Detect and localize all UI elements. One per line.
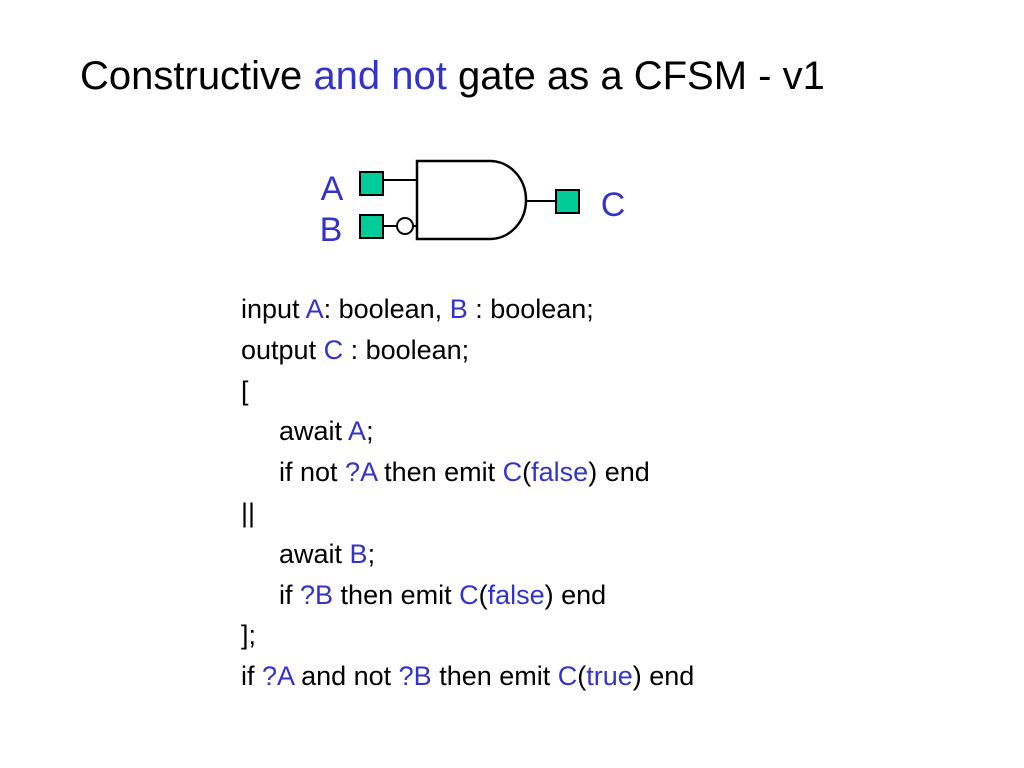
input-b-port <box>359 214 384 239</box>
code-text: if not <box>279 457 346 488</box>
title-part-2: and not <box>313 54 447 98</box>
code-text: ; <box>366 416 374 447</box>
output-c-port <box>555 189 580 214</box>
code-keyword-highlight: ?A <box>345 457 377 488</box>
code-keyword-highlight: ?A <box>262 661 294 692</box>
code-text: if <box>279 579 301 610</box>
code-text: ( <box>522 457 532 488</box>
title-part-1: Constructive <box>80 54 303 98</box>
code-keyword-highlight: C <box>557 661 578 692</box>
inversion-bubble <box>396 217 414 235</box>
code-text: ) end <box>632 661 695 692</box>
code-text: : boolean; <box>343 334 470 365</box>
code-text: ( <box>478 579 488 610</box>
code-keyword-highlight: A <box>305 294 324 324</box>
code-keyword-highlight: ?B <box>398 661 432 692</box>
code-line: await B; <box>241 534 694 575</box>
input-b-label: B <box>320 211 343 249</box>
code-keyword-highlight: B <box>349 538 368 569</box>
code-text: ) end <box>588 457 650 488</box>
code-line: if not ?A then emit C(false) end <box>241 452 694 493</box>
code-keyword-highlight: ?B <box>300 579 334 610</box>
code-keyword-highlight: true <box>586 661 633 692</box>
code-text: ( <box>577 661 587 692</box>
code-keyword-highlight: B <box>449 294 468 324</box>
code-keyword-highlight: C <box>323 334 344 365</box>
and-gate-body <box>415 159 528 241</box>
and-not-gate-diagram: A B C <box>320 159 626 249</box>
code-text: then emit <box>431 661 558 692</box>
code-text: ) end <box>544 579 607 610</box>
code-line: if ?A and not ?B then emit C(true) end <box>241 656 694 697</box>
code-text: : boolean, <box>323 294 450 324</box>
input-a-port <box>359 171 384 196</box>
code-line: ]; <box>241 615 694 656</box>
code-keyword-highlight: false <box>487 579 545 610</box>
code-keyword-highlight: A <box>348 416 367 447</box>
code-line: || <box>241 493 694 534</box>
input-a-label: A <box>321 170 344 208</box>
code-text: then emit <box>333 579 460 610</box>
code-keyword-highlight: false <box>531 457 589 488</box>
output-c-label: C <box>601 186 626 224</box>
code-text: then emit <box>376 457 503 488</box>
code-text: and not <box>293 661 399 692</box>
code-line: if ?B then emit C(false) end <box>241 575 694 616</box>
code-block: input A: boolean, B : boolean;output C :… <box>241 289 694 697</box>
code-line: input A: boolean, B : boolean; <box>241 289 694 330</box>
code-text: output <box>241 334 324 365</box>
code-text: await <box>279 538 350 569</box>
code-text: || <box>241 497 256 528</box>
code-keyword-highlight: C <box>502 457 523 488</box>
code-text: if <box>241 661 263 692</box>
code-keyword-highlight: C <box>459 579 479 610</box>
code-text: ]; <box>241 620 257 651</box>
title-part-3: gate as a CFSM - v1 <box>458 54 825 98</box>
code-text: ; <box>367 538 376 569</box>
code-text: input <box>241 294 306 324</box>
slide-title: Constructive and not gate as a CFSM - v1 <box>80 50 825 102</box>
code-line: output C : boolean; <box>241 330 694 371</box>
code-line: await A; <box>241 411 694 452</box>
code-text: : boolean; <box>467 294 594 324</box>
code-text: await <box>279 416 349 447</box>
code-text: [ <box>241 375 249 406</box>
code-line: [ <box>241 371 694 412</box>
